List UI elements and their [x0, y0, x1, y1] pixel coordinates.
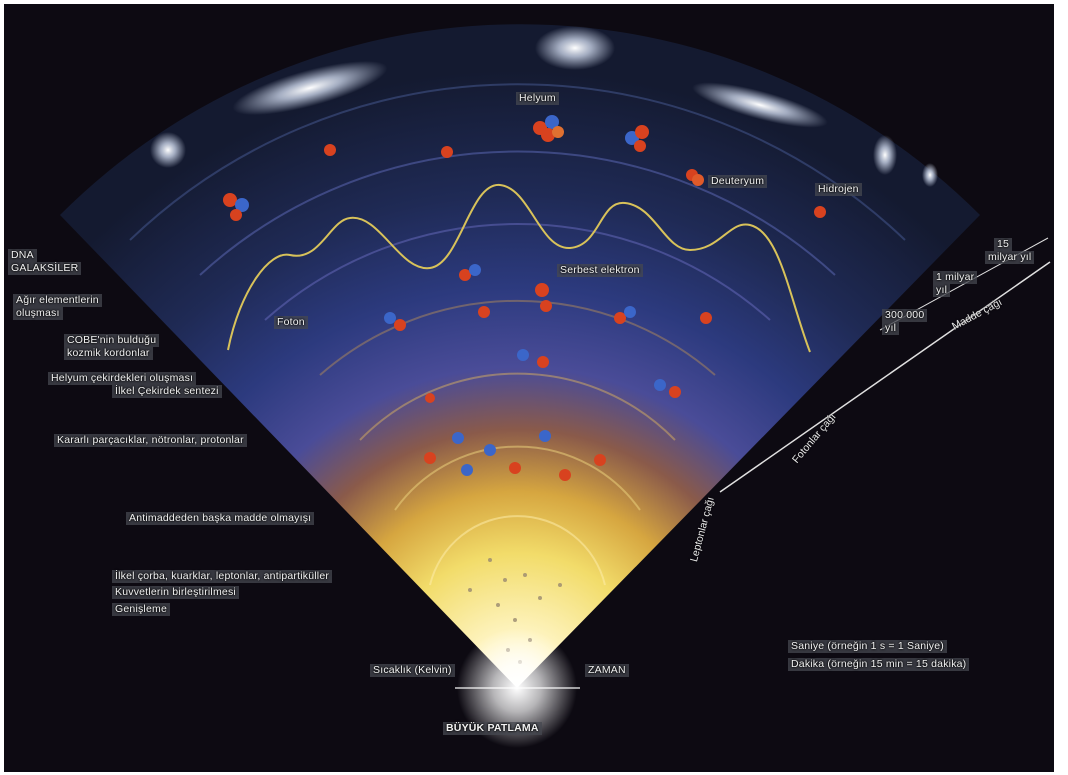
label-cobe-2: kozmik kordonlar	[64, 347, 153, 360]
label-kuvvetler: Kuvvetlerin birleştirilmesi	[112, 586, 239, 599]
label-deuteryum: Deuteryum	[708, 175, 767, 188]
label-helyum: Helyum	[516, 92, 559, 105]
label-ilkel-cekirdek: İlkel Çekirdek sentezi	[112, 385, 222, 398]
label-olusmasi: oluşması	[13, 307, 63, 320]
label-saniye: Saniye (örneğin 1 s = 1 Saniye)	[788, 640, 947, 653]
label-dakika: Dakika (örneğin 15 min = 15 dakika)	[788, 658, 969, 671]
label-zaman: ZAMAN	[585, 664, 629, 677]
label-hidrojen: Hidrojen	[815, 183, 862, 196]
label-cobe-1: COBE'nin bulduğu	[64, 334, 159, 347]
timeline-1-milyar: 1 milyar	[933, 271, 977, 284]
label-foton: Foton	[274, 316, 308, 329]
label-genisleme: Genişleme	[112, 603, 170, 616]
label-agir-elementler: Ağır elementlerin	[13, 294, 102, 307]
label-galaksiler: GALAKSİLER	[8, 262, 81, 275]
label-antimadde: Antimaddeden başka madde olmayışı	[126, 512, 314, 525]
timeline-yil-3: yıl	[882, 322, 899, 335]
timeline-15: 15	[994, 238, 1012, 251]
label-dna: DNA	[8, 249, 37, 262]
label-kararli-parcaciklar: Kararlı parçacıklar, nötronlar, protonla…	[54, 434, 247, 447]
label-sicaklik: Sıcaklık (Kelvin)	[370, 664, 455, 677]
label-buyuk-patlama: BÜYÜK PATLAMA	[443, 722, 542, 735]
label-ilkel-corba: İlkel çorba, kuarklar, leptonlar, antipa…	[112, 570, 332, 583]
label-serbest-elektron: Serbest elektron	[557, 264, 643, 277]
label-helyum-cekirdek: Helyum çekirdekleri oluşması	[48, 372, 196, 385]
timeline-300000: 300 000	[882, 309, 927, 322]
timeline-yil-2: yıl	[933, 284, 950, 297]
timeline-milyar-yil: milyar yıl	[985, 251, 1034, 264]
